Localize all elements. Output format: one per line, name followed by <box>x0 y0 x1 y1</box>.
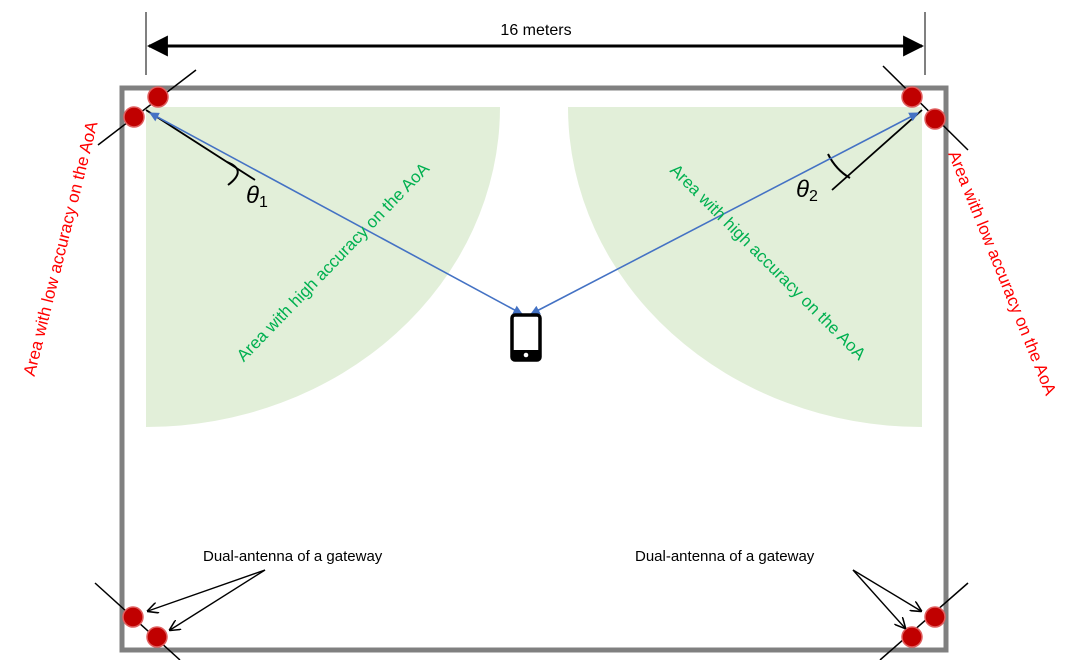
antenna-element <box>123 106 145 128</box>
antenna-element <box>146 626 168 648</box>
low-accuracy-label-left: Area with low accuracy on the AoA <box>20 119 102 378</box>
antenna-element <box>147 86 169 108</box>
antenna-element <box>122 606 144 628</box>
antenna-pair-top-right <box>901 86 946 130</box>
low-accuracy-label-right: Area with low accuracy on the AoA <box>944 148 1060 398</box>
antenna-baseline-bottom-right <box>879 582 969 660</box>
room-border <box>119 85 949 653</box>
antenna-pair-bottom-right <box>901 606 946 648</box>
gateway-label-bottom-right: Dual-antenna of a gateway <box>635 548 815 565</box>
antenna-element <box>924 108 946 130</box>
antenna-pair-bottom-left <box>122 606 168 648</box>
angle-label-theta1: θ1 <box>246 182 268 211</box>
antenna-element <box>901 86 923 108</box>
gateway-pointer-arrow <box>852 569 905 628</box>
antenna-baseline-top-right <box>882 65 969 151</box>
gateway-pointer-arrow <box>148 569 266 611</box>
antenna-baseline-top-left <box>97 69 197 146</box>
gateway-pointer-arrow <box>170 569 266 630</box>
smartphone-icon <box>510 313 542 362</box>
dimension-label: 16 meters <box>500 22 571 39</box>
angle-label-theta2: θ2 <box>796 176 818 205</box>
antenna-element <box>901 626 923 648</box>
antenna-pair-top-left <box>123 86 169 128</box>
signal-line-left <box>149 112 523 315</box>
gateway-pointer-arrow <box>852 569 921 611</box>
gateway-label-bottom-left: Dual-antenna of a gateway <box>203 548 383 565</box>
signal-line-right <box>530 112 919 315</box>
antenna-element <box>924 606 946 628</box>
